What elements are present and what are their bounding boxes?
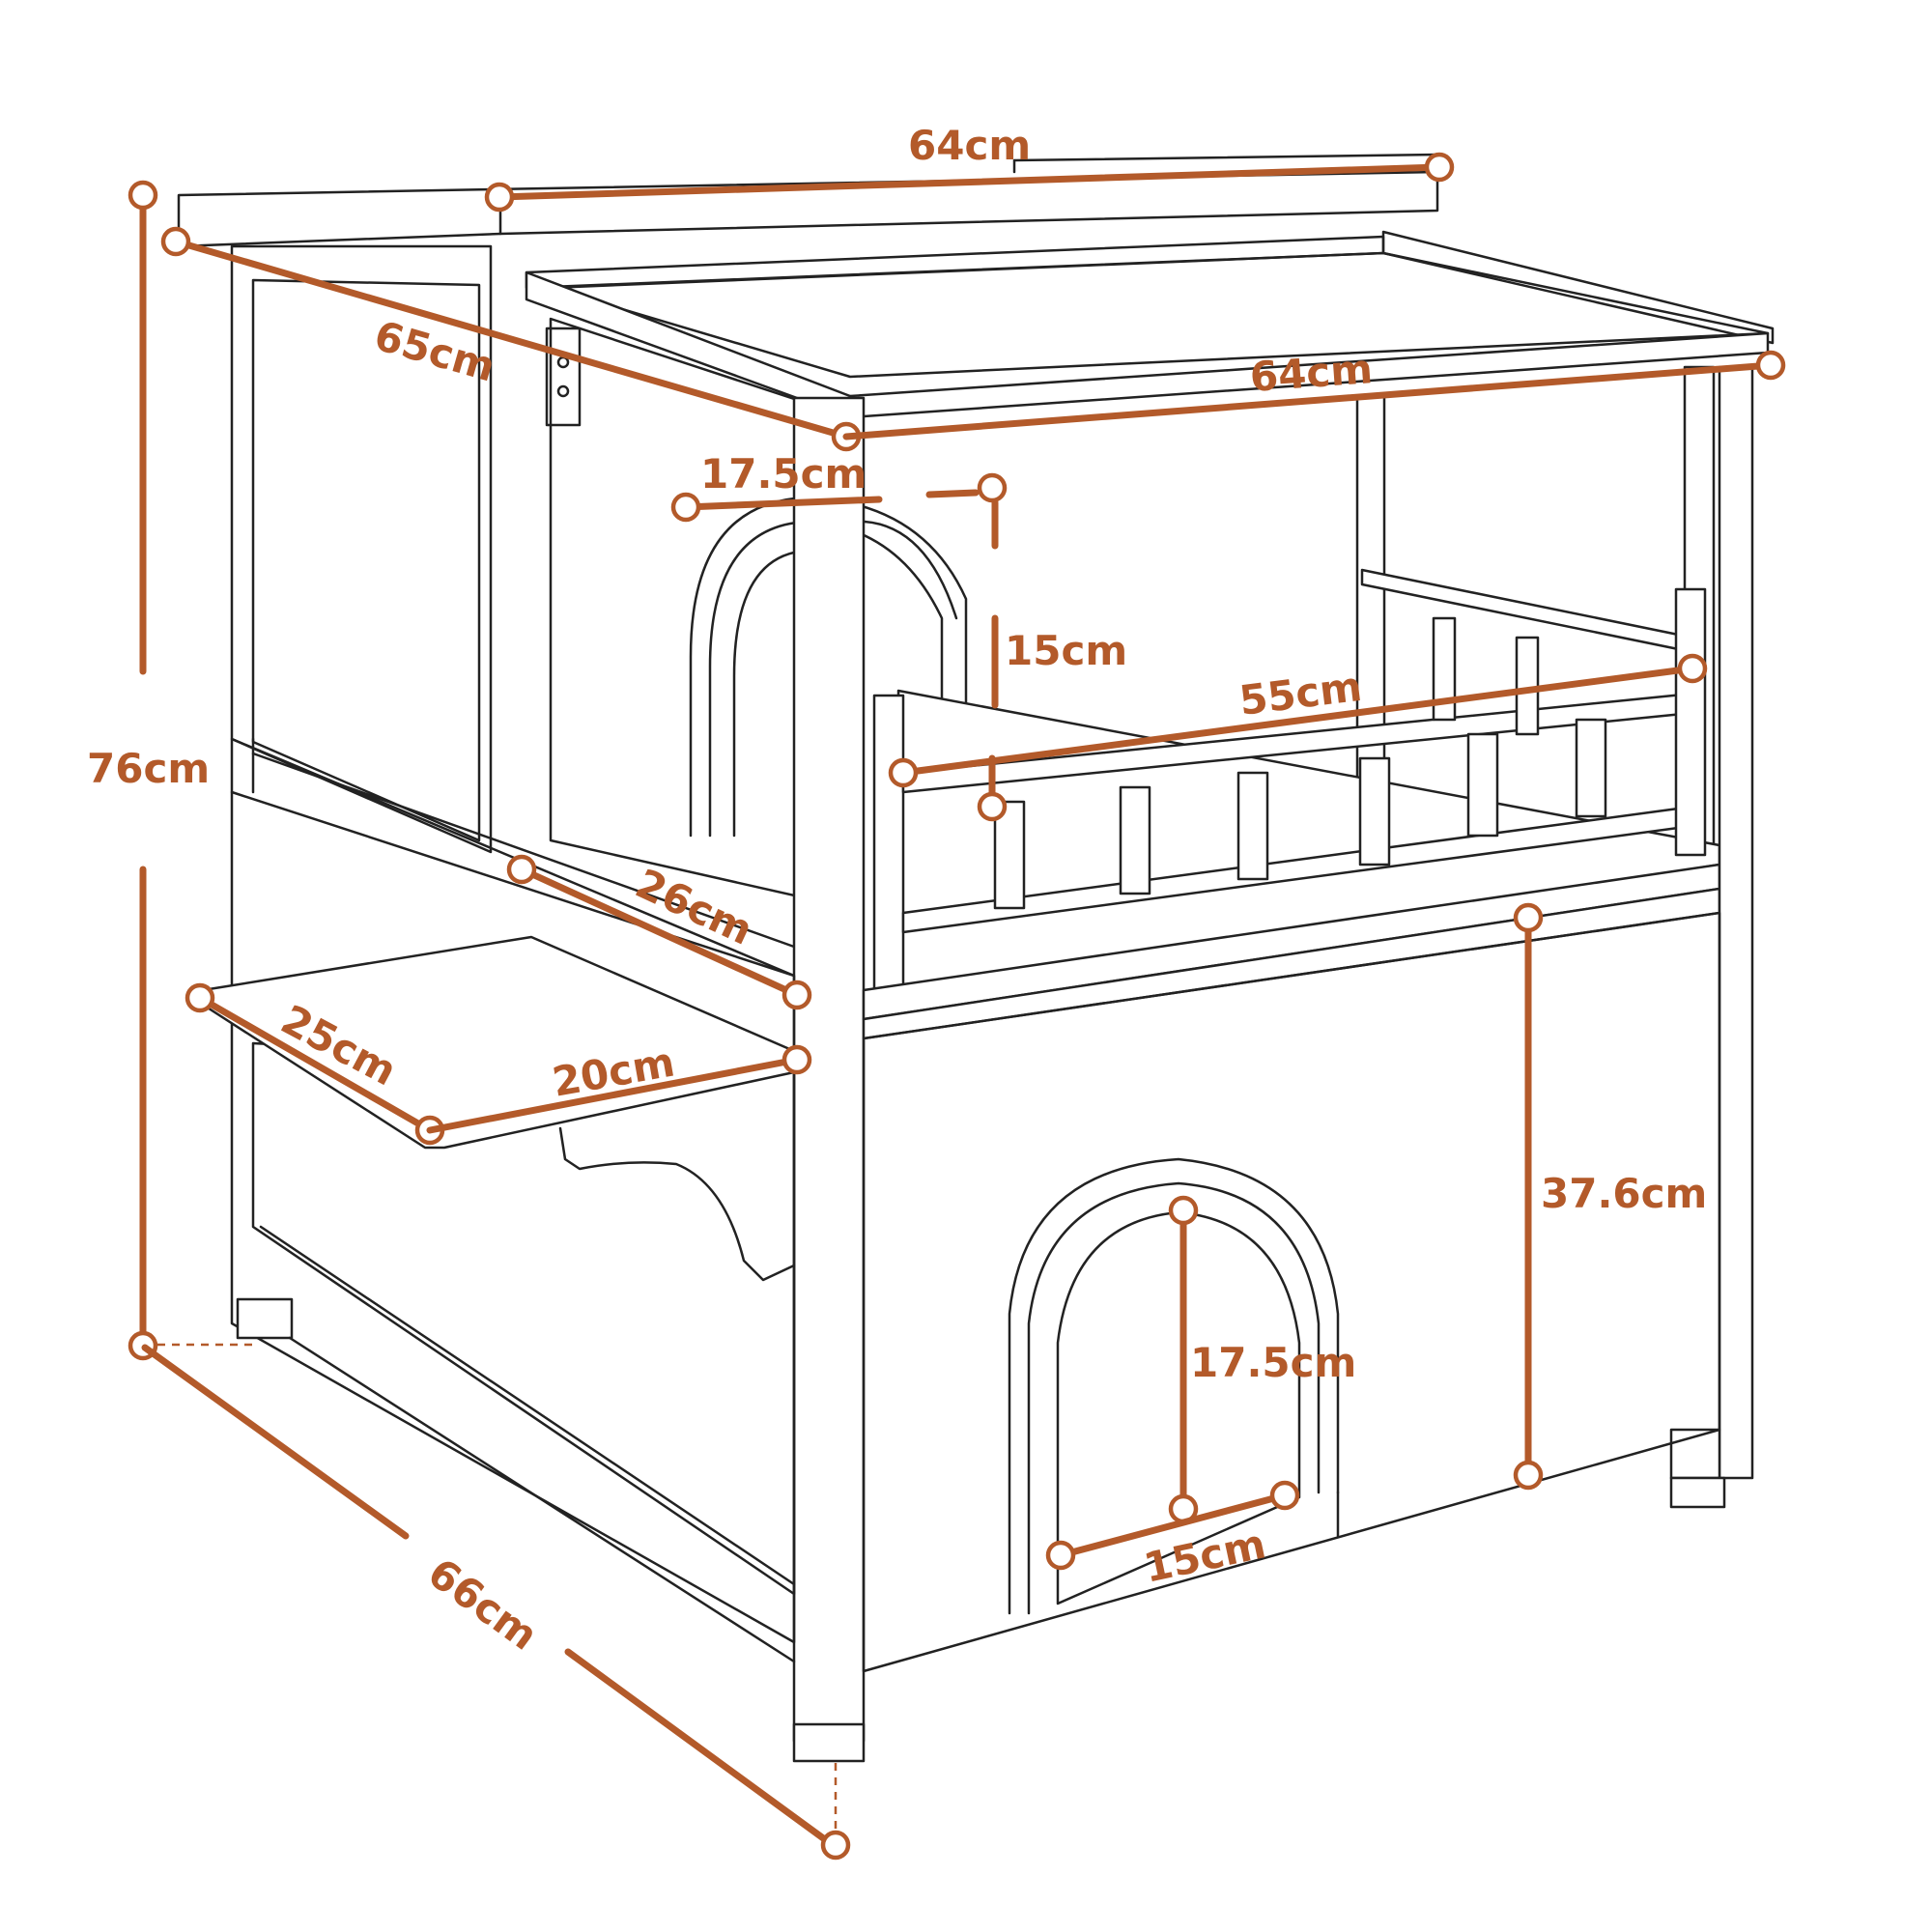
step-shelf (201, 935, 796, 1282)
dim-lower-height-top-marker (1513, 902, 1544, 933)
front-left-post (792, 396, 866, 1763)
lower-height-label: 37.6cm (1541, 1170, 1707, 1217)
dim-lower-height: 37.6cm (1513, 902, 1707, 1491)
dim-lower-door-width-left-marker (1045, 1540, 1076, 1571)
front-right-post (1669, 365, 1754, 1509)
dim-step-depth-back-marker (185, 982, 215, 1013)
dim-top-width: 64cm (484, 122, 1455, 213)
dim-top-width-left-marker (484, 182, 515, 213)
dim-step-width-right-marker (781, 1044, 812, 1075)
roof-depth-label: 65cm (369, 312, 500, 391)
roof-bracket (545, 327, 582, 427)
dim-lower-door-height-top-marker (1168, 1195, 1199, 1226)
roof (177, 153, 1439, 248)
upper-door-width-label: 17.5cm (700, 450, 867, 497)
dim-upper-door-height: 15cm (977, 498, 1127, 822)
dim-balcony-width-right-marker (1677, 653, 1708, 684)
dim-base-depth-front-marker (820, 1830, 851, 1861)
dim-base-depth: 66cm (141, 1344, 851, 1861)
dim-roof-depth-back-marker (160, 226, 191, 257)
dim-overall-height: 76cm (87, 180, 259, 1361)
dim-lower-door-height: 17.5cm (1168, 1195, 1356, 1524)
dim-top-width-right-marker (1424, 152, 1455, 183)
base-depth-label: 66cm (419, 1548, 547, 1659)
dim-upper-door-width-left-marker (670, 492, 701, 523)
dim-front-width: 64cm (842, 345, 1786, 440)
overall-height-label: 76cm (87, 745, 210, 792)
upper-door-height-label: 15cm (1005, 627, 1127, 674)
dim-deck-depth-front-marker (781, 980, 812, 1010)
dim-upper-door-width-right-marker (977, 472, 1008, 503)
cat-house-drawing (177, 153, 1775, 1763)
front-lower-wall (862, 911, 1721, 1673)
balcony-railing (872, 568, 1721, 997)
dim-overall-height-top-marker (128, 180, 158, 211)
top-width-label: 64cm (908, 122, 1031, 169)
front-width-label: 64cm (1248, 345, 1374, 401)
lower-door-height-label: 17.5cm (1190, 1339, 1356, 1386)
dim-lower-door-width-right-marker (1269, 1480, 1300, 1511)
dim-deck-depth-back-marker (506, 854, 537, 885)
dim-upper-door-width: 17.5cm (670, 450, 1008, 523)
dim-lower-height-bottom-marker (1513, 1460, 1544, 1491)
dim-balcony-width-left-marker (888, 757, 919, 788)
dim-upper-door-height-bottom-marker (977, 791, 1008, 822)
dim-front-width-right-marker (1755, 350, 1786, 381)
